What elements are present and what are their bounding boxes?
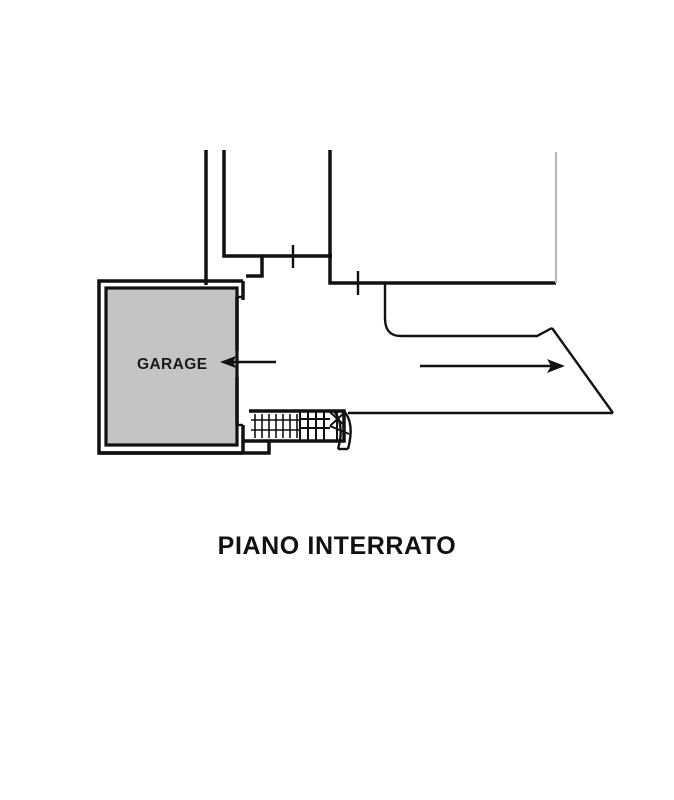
wall-central-step: [328, 256, 385, 285]
garage-room-group[interactable]: GARAGE: [97, 279, 276, 455]
garage-floor-area[interactable]: [104, 286, 239, 447]
staircase-group[interactable]: [249, 409, 352, 451]
garage-room-label: GARAGE: [137, 356, 207, 373]
ramp-direction-arrow: [420, 359, 565, 373]
ramp-arrow-head-icon: [547, 359, 565, 373]
stair-riser-hatching: [251, 414, 300, 438]
upper-walls-group: [204, 150, 558, 295]
access-ramp-group[interactable]: [348, 283, 614, 415]
stair-treads: [299, 412, 330, 440]
stair-curve-outer: [343, 410, 352, 450]
garage-entry-arrow: [220, 356, 276, 368]
garage-arrow-head-icon: [220, 356, 236, 368]
ramp-upper-edge: [383, 283, 553, 338]
plan-title: PIANO INTERRATO: [218, 532, 457, 560]
ramp-right-slope-edge: [551, 327, 614, 414]
stair-curve-inner: [333, 410, 342, 450]
wall-lower-left-step: [99, 439, 271, 455]
corridor-walls-group: [99, 439, 271, 455]
